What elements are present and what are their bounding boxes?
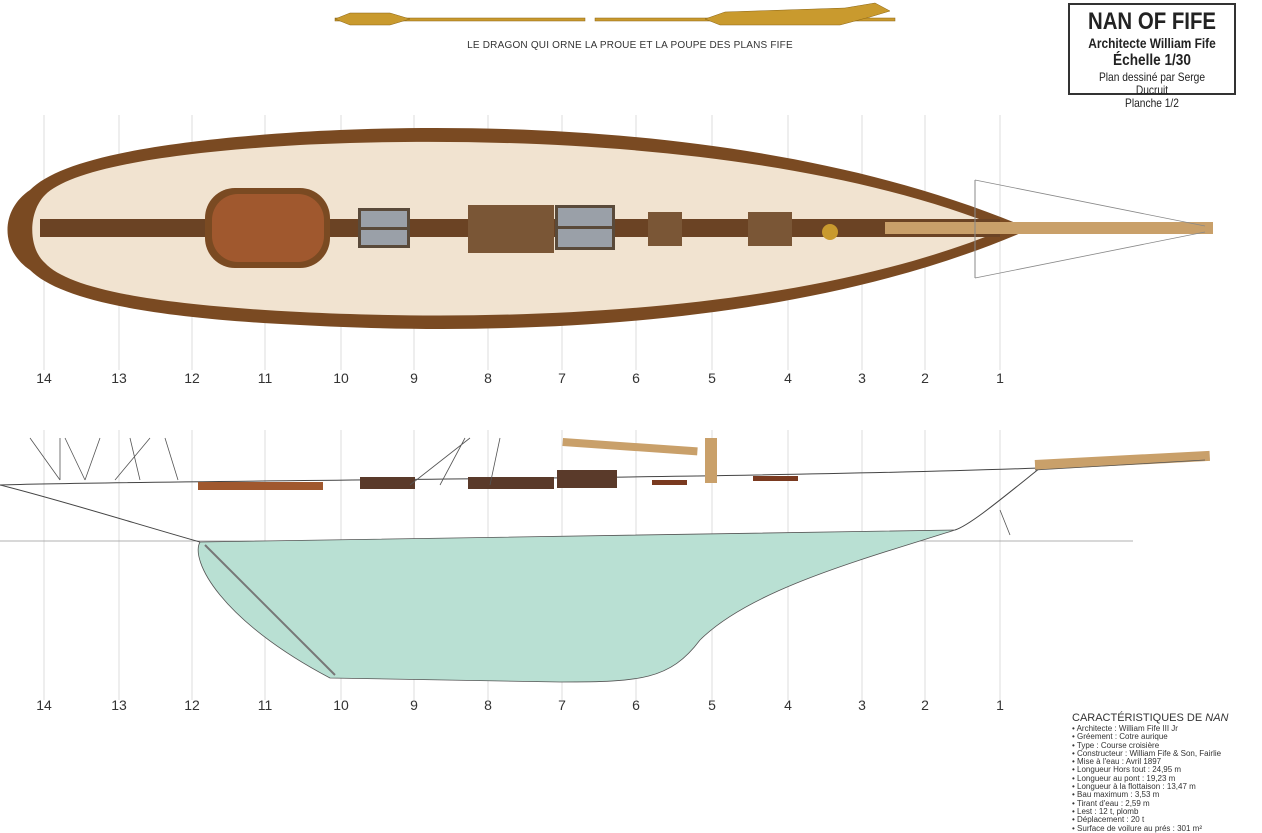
spec-item: Mise à l'eau : Avril 1897 [1072, 757, 1260, 766]
spec-item: Déplacement : 20 t [1072, 815, 1260, 824]
station-number: 7 [558, 697, 566, 713]
spec-item: Surface de voilure au prés : 301 m² [1072, 824, 1260, 833]
title-block: NAN OF FIFE Architecte William Fife Éche… [1068, 3, 1236, 110]
spec-item: Constructeur : William Fife & Son, Fairl… [1072, 749, 1260, 758]
spec-item: Bau maximum : 3,53 m [1072, 791, 1260, 800]
specs-heading-text: CARACTÉRISTIQUES DE [1072, 712, 1206, 724]
ornament-caption: LE DRAGON QUI ORNE LA PROUE ET LA POUPE … [467, 40, 793, 51]
dragon-ornament [334, 2, 896, 26]
station-number: 2 [921, 370, 929, 386]
station-number: 13 [111, 697, 127, 713]
sheet-label: Planche 1/2 [1125, 96, 1179, 110]
station-number: 11 [257, 370, 273, 386]
specifications: CARACTÉRISTIQUES DE NAN Architecte : Wil… [1072, 712, 1260, 833]
station-number: 5 [708, 697, 716, 713]
station-number: 12 [184, 370, 200, 386]
specs-heading: CARACTÉRISTIQUES DE NAN [1072, 712, 1260, 724]
station-number: 2 [921, 697, 929, 713]
station-number: 1 [996, 370, 1004, 386]
station-number: 9 [410, 697, 418, 713]
drawn-by-label: Plan dessiné par Serge Ducruit [1098, 70, 1206, 97]
spec-item: Longueur Hors tout : 24,95 m [1072, 766, 1260, 775]
station-number: 10 [333, 370, 349, 386]
station-number: 7 [558, 370, 566, 386]
spec-item: Architecte : William Fife III Jr [1072, 724, 1260, 733]
architect-label: Architecte William Fife [1088, 35, 1216, 51]
deck-plan [7, 127, 1213, 329]
station-number: 11 [257, 697, 273, 713]
station-number: 1 [996, 697, 1004, 713]
spec-item: Lest : 12 t, plomb [1072, 807, 1260, 816]
spec-item: Longueur à la flottaison : 13,47 m [1072, 782, 1260, 791]
station-number: 13 [111, 370, 127, 386]
station-number: 3 [858, 370, 866, 386]
station-number: 4 [784, 697, 792, 713]
station-number: 6 [632, 370, 640, 386]
station-number: 5 [708, 370, 716, 386]
spec-item: Gréement : Cotre aurique [1072, 732, 1260, 741]
station-number: 9 [410, 370, 418, 386]
station-number: 6 [632, 697, 640, 713]
station-number: 3 [858, 697, 866, 713]
spec-item: Longueur au pont : 19,23 m [1072, 774, 1260, 783]
scale-label: Échelle 1/30 [1113, 52, 1191, 69]
station-number: 14 [36, 370, 52, 386]
spec-item: Type : Course croisière [1072, 741, 1260, 750]
plan-title: NAN OF FIFE [1087, 8, 1217, 35]
hull-profile [0, 437, 1211, 683]
station-number: 8 [484, 370, 492, 386]
station-number: 12 [184, 697, 200, 713]
station-number: 10 [333, 697, 349, 713]
station-number: 8 [484, 697, 492, 713]
station-number: 4 [784, 370, 792, 386]
spec-item: Tirant d'eau : 2,59 m [1072, 799, 1260, 808]
specs-heading-name: NAN [1205, 712, 1229, 724]
station-number: 14 [36, 697, 52, 713]
